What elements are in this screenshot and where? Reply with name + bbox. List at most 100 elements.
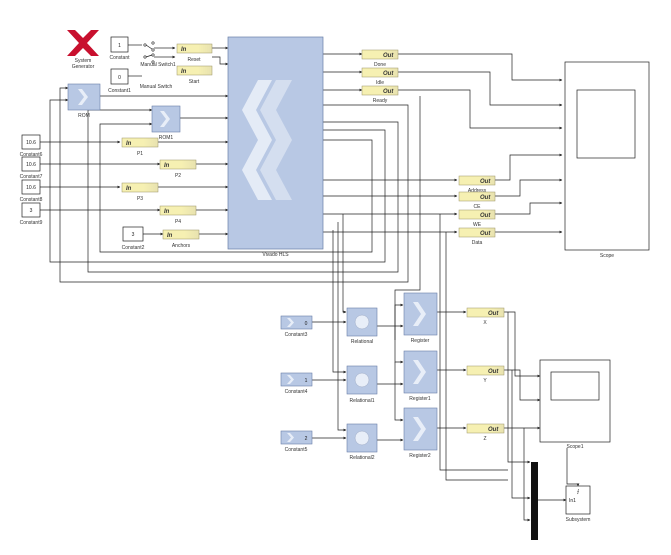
relational-label: Relational (351, 339, 373, 345)
gateway-label: Done (374, 62, 386, 68)
xilinx-mark-icon (413, 302, 426, 326)
rom-label: ROM (78, 113, 90, 119)
gateway-in-p2[interactable]: In P2 (159, 159, 197, 179)
manual-switch-0[interactable]: Manual Switch (140, 53, 173, 90)
gateway-in-text: In (167, 233, 173, 239)
gateway-in-anchors[interactable]: In Anchors (162, 229, 200, 249)
gateway-out-ce[interactable]: Out CE (458, 191, 496, 210)
gateway-label: P4 (175, 219, 181, 225)
vivado-logo-icon (242, 80, 292, 200)
trigger-icon: ⨍ (577, 489, 580, 495)
xilinx-mark-icon (287, 433, 294, 442)
constant-value: 1 (118, 43, 121, 49)
scope1-block[interactable]: Scope1 (539, 359, 611, 450)
subsystem-label: Subsystem (566, 517, 591, 523)
xilinx-mark-icon (160, 111, 170, 127)
gateway-in-text: In (126, 141, 132, 147)
system-generator-block[interactable]: System Generator (67, 30, 99, 70)
vivado-hls-block[interactable]: Vivado HLS (227, 36, 324, 258)
xconstant-value: 1 (305, 378, 308, 384)
constant-label: Constant8 (20, 197, 43, 203)
gateway-label: Start (189, 79, 200, 85)
switch-label: Manual Switch1 (140, 62, 176, 68)
gateway-out-idle[interactable]: Out Idle (361, 67, 399, 86)
register2-block[interactable]: Register2 (403, 407, 438, 459)
xconstant-label: Constant4 (285, 389, 308, 395)
gateway-label: CE (474, 204, 482, 210)
gateway-out-x[interactable]: Out X (466, 307, 505, 326)
scope-label: Scope (600, 253, 614, 259)
gateway-in-p4[interactable]: In P4 (159, 205, 197, 225)
gateway-out-text: Out (480, 213, 491, 219)
register-label: Register1 (409, 396, 431, 402)
constant-block-c1[interactable]: 0 Constant1 (108, 68, 131, 94)
constant-value: 3 (132, 232, 135, 238)
constant-label: Constant (109, 55, 130, 61)
constant-block-c2[interactable]: 3 Constant2 (122, 226, 145, 251)
xconstant-block-3[interactable]: 0 Constant3 (280, 315, 313, 338)
gateway-out-z[interactable]: Out Z (466, 423, 505, 442)
gateway-in-text: In (164, 209, 170, 215)
xilinx-mark-icon (413, 360, 426, 384)
gateway-label: Ready (373, 98, 388, 104)
vivado-label: Vivado HLS (262, 252, 289, 258)
relational-label: Relational1 (349, 398, 374, 404)
gateway-out-text: Out (480, 179, 491, 185)
xconstant-block-5[interactable]: 2 Constant5 (280, 430, 313, 453)
gateway-label: P2 (175, 173, 181, 179)
xconstant-block-4[interactable]: 1 Constant4 (280, 372, 313, 395)
register-block[interactable]: Register (403, 292, 438, 344)
rom1-block[interactable]: ROM1 (151, 105, 181, 141)
rom-block[interactable]: ROM (67, 83, 101, 119)
xconstant-label: Constant3 (285, 332, 308, 338)
gateway-in-start[interactable]: In Start (176, 65, 213, 85)
constant-label: Constant9 (20, 220, 43, 226)
gateway-label: WE (473, 222, 482, 228)
mux-block[interactable] (531, 462, 538, 540)
subsystem-block[interactable]: ⨍ In1 Subsystem (566, 485, 591, 523)
xilinx-mark-icon (78, 89, 88, 105)
xconstant-label: Constant5 (285, 447, 308, 453)
gateway-in-text: In (126, 186, 132, 192)
gateway-out-done[interactable]: Out Done (361, 49, 399, 68)
gateway-out-y[interactable]: Out Y (466, 365, 505, 384)
register-label: Register (411, 338, 430, 344)
relational2-block[interactable]: Relational2 (346, 423, 378, 461)
manual-switch-1[interactable]: Manual Switch1 (140, 41, 176, 68)
constant-value: 3 (30, 208, 33, 214)
relational-icon (354, 372, 370, 388)
xconstant-value: 2 (305, 436, 308, 442)
constant-block-c8[interactable]: 10.6 Constant8 (20, 179, 43, 203)
system-generator-label-line2: Generator (72, 64, 95, 70)
gateway-out-text: Out (383, 53, 394, 59)
relational1-block[interactable]: Relational1 (346, 365, 378, 404)
gateway-out-text: Out (488, 311, 499, 317)
relational-icon (354, 314, 370, 330)
gateway-out-address[interactable]: Out Address (458, 175, 496, 194)
gateway-in-reset[interactable]: In Reset (176, 43, 213, 63)
constant-block-c6[interactable]: 10.6 Constant6 (20, 134, 43, 158)
gateway-out-ready[interactable]: Out Ready (361, 85, 399, 104)
register-label: Register2 (409, 453, 431, 459)
constant-value: 10.6 (26, 140, 36, 146)
gateway-out-text: Out (480, 195, 491, 201)
constant-block-c0[interactable]: 1 Constant (109, 36, 130, 61)
gateway-label: Data (472, 240, 483, 246)
scope-block[interactable]: Scope (564, 61, 650, 259)
system-generator-label-line1: System (75, 58, 92, 64)
gateway-in-p3[interactable]: In P3 (121, 182, 159, 202)
register1-block[interactable]: Register1 (403, 350, 438, 402)
gateway-out-we[interactable]: Out WE (458, 209, 496, 228)
constant-block-c7[interactable]: 10.6 Constant7 (20, 156, 43, 180)
xilinx-mark-icon (287, 318, 294, 327)
gateway-in-text: In (181, 69, 187, 75)
gateway-in-p1[interactable]: In P1 (121, 137, 159, 157)
gateway-label: Reset (187, 57, 201, 63)
gateway-out-text: Out (480, 231, 491, 237)
rom-label: ROM1 (159, 135, 174, 141)
constant-block-c9[interactable]: 3 Constant9 (20, 202, 43, 226)
gateway-label: X (483, 320, 487, 326)
gateway-out-data[interactable]: Out Data (458, 227, 496, 246)
relational-block[interactable]: Relational (346, 307, 378, 345)
gateway-label: P1 (137, 151, 143, 157)
